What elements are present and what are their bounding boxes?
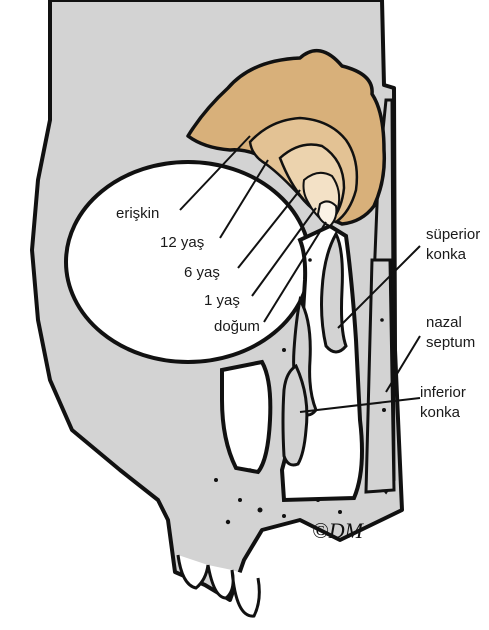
author-signature: ©DM: [312, 518, 363, 544]
label-inferior-concha-2: konka: [418, 404, 462, 422]
maxillary-sinus: [222, 362, 270, 472]
label-adult: erişkin: [114, 205, 161, 223]
orbit: [66, 162, 310, 362]
label-1-year: 1 yaş: [202, 292, 242, 310]
label-inferior-concha-1: inferior: [418, 384, 468, 402]
label-12-years: 12 yaş: [158, 234, 206, 252]
label-6-years: 6 yaş: [182, 264, 222, 282]
inferior-concha: [283, 366, 307, 465]
label-superior-concha-2: konka: [424, 246, 468, 264]
label-nasal-septum-1: nazal: [424, 314, 464, 332]
label-nasal-septum-2: septum: [424, 334, 477, 352]
label-superior-concha-1: süperior: [424, 226, 482, 244]
label-birth: doğum: [212, 318, 262, 336]
